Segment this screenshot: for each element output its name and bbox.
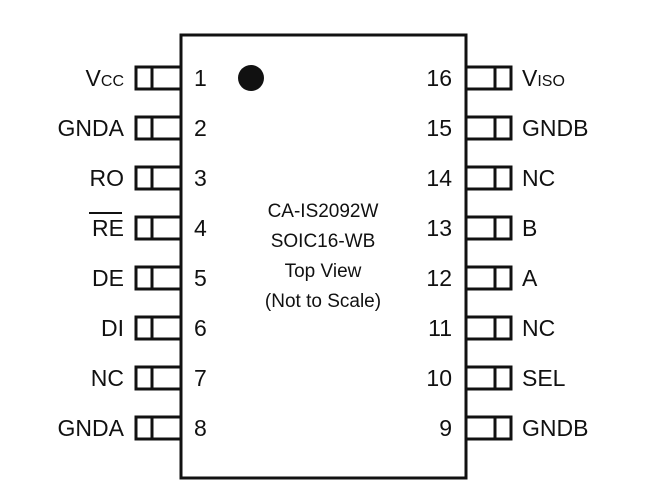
pin-lead <box>464 365 513 391</box>
pin-number: 5 <box>194 265 207 291</box>
pin-lead <box>134 265 183 291</box>
pin-name: GNDA <box>58 415 125 441</box>
pin-number: 12 <box>426 265 452 291</box>
pin-name: DE <box>92 265 124 291</box>
pin-lead <box>464 215 513 241</box>
pin-name: A <box>522 265 538 291</box>
pin-name: VISO <box>522 65 565 91</box>
pin-16: 16 VISO <box>426 65 565 91</box>
pin-number: 7 <box>194 365 207 391</box>
pin-name: RO <box>90 165 125 191</box>
scale-note: (Not to Scale) <box>265 291 381 312</box>
pin-5: 5 DE <box>92 265 207 291</box>
pin-2: 2 GNDA <box>58 115 207 141</box>
package-name: SOIC16-WB <box>271 231 376 252</box>
pin-name: DI <box>101 315 124 341</box>
pin-number: 1 <box>194 65 207 91</box>
pin-lead <box>464 265 513 291</box>
part-number: CA-IS2092W <box>268 201 379 222</box>
pin-lead <box>134 365 183 391</box>
pin-11: 11 NC <box>428 315 555 341</box>
pin-7: 7 NC <box>91 365 207 391</box>
pin-lead <box>464 315 513 341</box>
pin-6: 6 DI <box>101 315 207 341</box>
pin-3: 3 RO <box>90 165 207 191</box>
pin-lead <box>134 115 183 141</box>
pin-13: 13 B <box>426 215 537 241</box>
pin-lead <box>464 165 513 191</box>
ic-body <box>179 33 468 480</box>
view-label: Top View <box>285 261 362 282</box>
pin-name: NC <box>522 315 555 341</box>
pin-number: 11 <box>428 315 452 341</box>
pin-14: 14 NC <box>426 165 555 191</box>
pin-8: 8 GNDA <box>58 415 207 441</box>
pin-name: VCC <box>86 65 124 91</box>
pin-number: 8 <box>194 415 207 441</box>
pin-lead <box>134 165 183 191</box>
pin-lead <box>464 115 513 141</box>
pin-lead <box>134 65 183 91</box>
pin-number: 9 <box>439 415 452 441</box>
pin-name: NC <box>91 365 124 391</box>
pin-9: 9 GNDB <box>439 415 588 441</box>
pin-name: GNDA <box>58 115 125 141</box>
pin-number: 3 <box>194 165 207 191</box>
pin-number: 10 <box>426 365 452 391</box>
pin-1: 1 VCC <box>86 65 207 91</box>
pin-lead <box>134 315 183 341</box>
pin-lead <box>464 65 513 91</box>
pin-name: SEL <box>522 365 566 391</box>
pin-15: 15 GNDB <box>426 115 588 141</box>
pin-number: 16 <box>426 65 452 91</box>
pin1-marker-dot <box>238 65 264 91</box>
pin-lead <box>134 215 183 241</box>
pin-number: 13 <box>426 215 452 241</box>
pin-4: 4 RE <box>89 212 207 241</box>
pin-name: RE <box>92 215 124 241</box>
pin-number: 6 <box>194 315 207 341</box>
pin-number: 2 <box>194 115 207 141</box>
pin-lead <box>464 415 513 441</box>
pin-name: B <box>522 215 537 241</box>
pin-number: 14 <box>426 165 452 191</box>
pin-12: 12 A <box>426 265 538 291</box>
pin-number: 15 <box>426 115 452 141</box>
pin-10: 10 SEL <box>426 365 565 391</box>
pin-name: GNDB <box>522 115 588 141</box>
pin-name: GNDB <box>522 415 588 441</box>
pin-name: NC <box>522 165 555 191</box>
pin-number: 4 <box>194 215 207 241</box>
pin-lead <box>134 415 183 441</box>
